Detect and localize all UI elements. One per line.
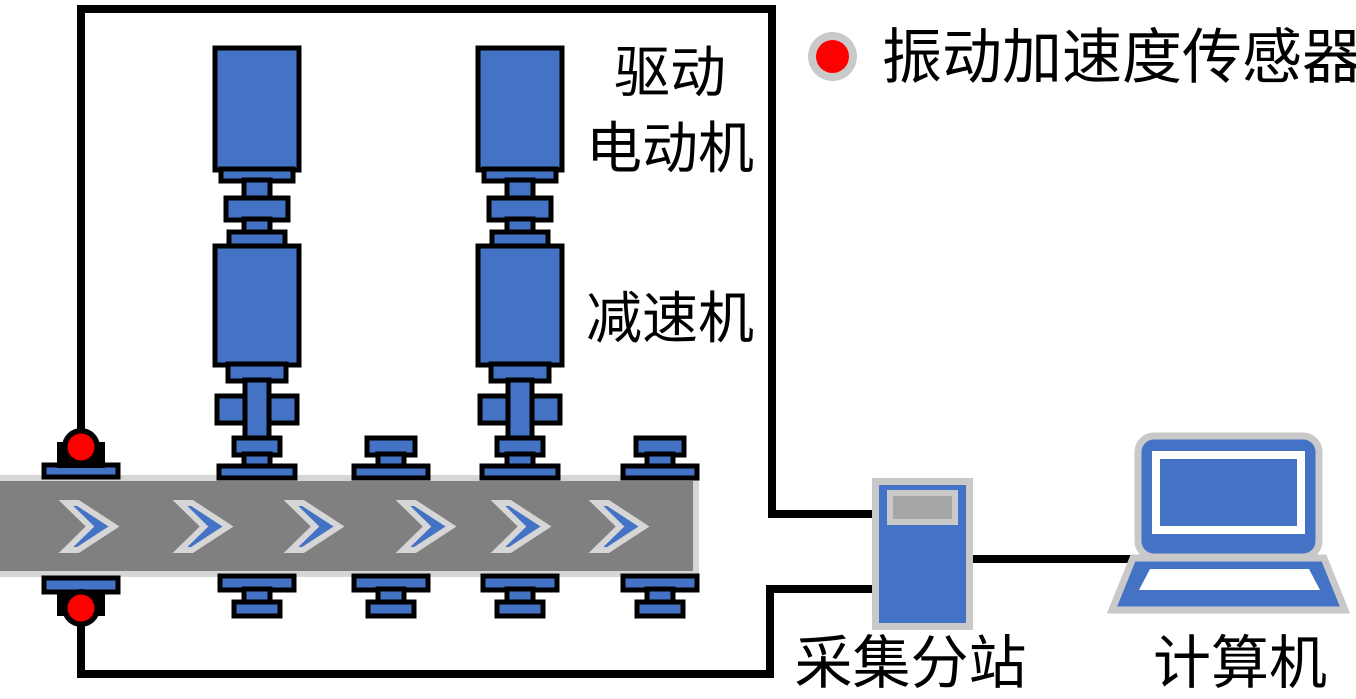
bottom-support-4 [623, 576, 697, 616]
vibration-sensor-dot-icon [816, 40, 849, 73]
bottom-support-3 [483, 576, 557, 616]
drive-motor-label: 驱动 电动机 [570, 36, 770, 188]
sensor-cable-bottom-loop [77, 585, 875, 678]
acquisition-station-device [872, 478, 973, 630]
laptop-screen-display [1160, 459, 1297, 526]
reducer-label: 减速机 [586, 289, 754, 351]
vibration-sensor-top [44, 428, 118, 477]
computer-device [1106, 432, 1351, 614]
idler-stand-1 [354, 438, 428, 478]
drive-unit-2 [478, 48, 562, 478]
vibration-sensor-bottom [44, 578, 118, 627]
bottom-support-2 [354, 576, 428, 616]
drive-motor-label-line1: 驱动 [614, 43, 726, 105]
computer-label: 计算机 [1152, 631, 1327, 696]
drive-unit-1 [215, 48, 299, 478]
laptop-keyboard [1139, 569, 1320, 590]
idler-stand-2 [623, 438, 697, 478]
legend-sensor-label: 振动加速度传感器 [882, 25, 1356, 91]
station-screen [887, 490, 958, 525]
acquisition-station-label: 采集分站 [794, 631, 1027, 696]
legend-sensor-marker [808, 32, 857, 81]
drive-motor-label-line2: 电动机 [586, 119, 754, 181]
sensor-cable-top-loop [77, 5, 875, 518]
bottom-support-1 [220, 576, 294, 616]
